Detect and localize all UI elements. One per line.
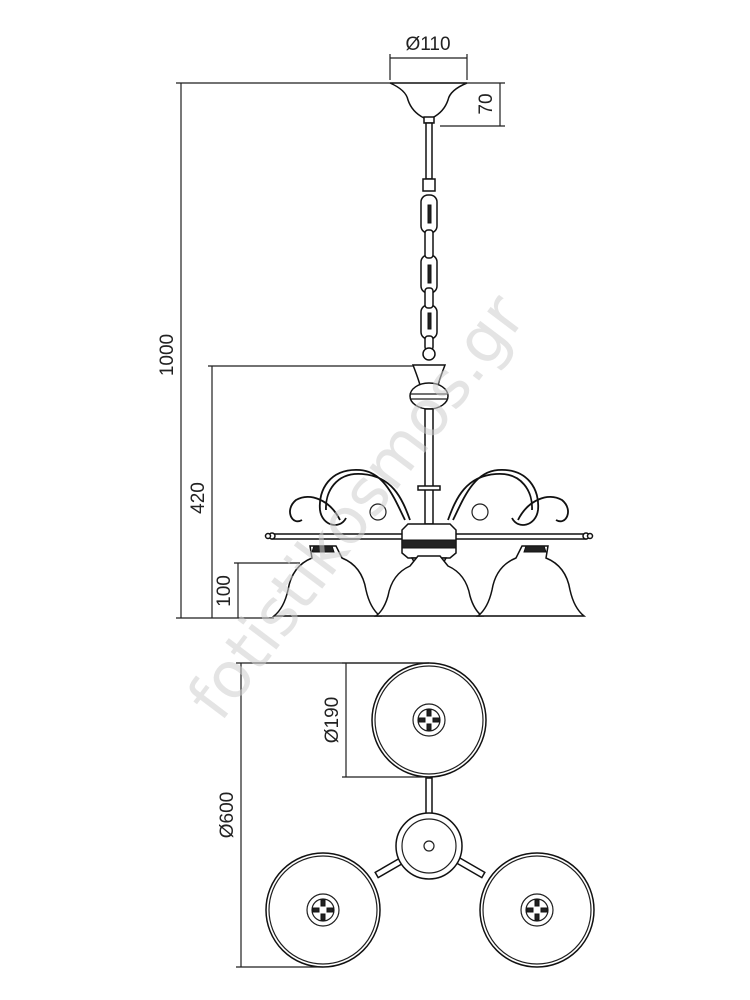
- central-top-finial: [409, 364, 449, 410]
- shade-top-upper: [371, 662, 487, 778]
- overall-diameter-label: Ø600: [217, 792, 238, 838]
- lamp-shade-right: [475, 545, 587, 617]
- top-view: Ø190 Ø600: [217, 662, 595, 968]
- chain: [420, 194, 438, 361]
- lamp-shade-center: [373, 555, 485, 617]
- side-view: Ø110 70 1000 420 100: [157, 34, 594, 619]
- shade-height-label: 100: [214, 575, 235, 607]
- dimension-lines-top: [236, 662, 429, 968]
- shade-top-left: [265, 852, 381, 968]
- canopy-height-label: 70: [476, 93, 497, 114]
- canopy-diameter-label: Ø110: [405, 34, 450, 55]
- shade-diameter-label: Ø190: [322, 697, 343, 743]
- scroll-arms: [289, 469, 569, 526]
- dimension-lines-side: [176, 54, 505, 619]
- shade-top-right: [479, 852, 595, 968]
- top-view-hub: [395, 812, 463, 880]
- top-rod: [425, 122, 433, 180]
- body-height-label: 420: [188, 482, 209, 514]
- canopy: [389, 82, 468, 124]
- total-height-label: 1000: [157, 334, 178, 376]
